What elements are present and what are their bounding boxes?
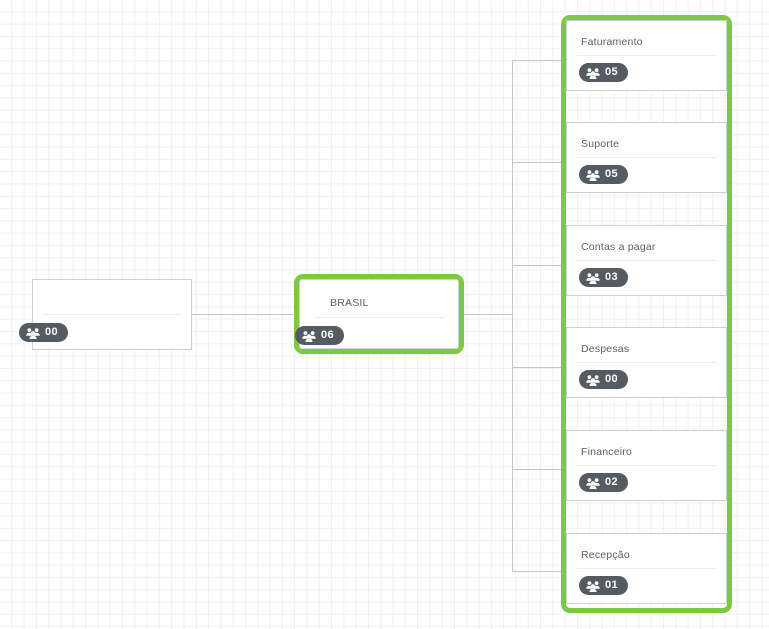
member-count-value: 03 xyxy=(605,270,619,283)
connector-trunk-to-child-1 xyxy=(512,60,562,61)
divider xyxy=(577,568,716,569)
connector-trunk-to-child-3 xyxy=(512,265,562,266)
member-count-value: 06 xyxy=(321,328,335,341)
member-count-value: 05 xyxy=(605,65,619,78)
org-node-child-title: Recepção xyxy=(581,549,630,561)
divider xyxy=(577,55,716,56)
org-node-child-title: Suporte xyxy=(581,138,620,150)
divider xyxy=(577,465,716,466)
people-group-icon xyxy=(302,330,316,342)
connector-root-to-brasil xyxy=(192,314,294,315)
people-group-icon xyxy=(586,272,600,284)
member-count-badge[interactable]: 00 xyxy=(19,323,69,342)
org-node-child[interactable]: Despesas 00 xyxy=(566,327,727,398)
member-count-badge[interactable]: 02 xyxy=(579,473,629,492)
org-node-child-title: Faturamento xyxy=(581,36,643,48)
divider xyxy=(577,362,716,363)
people-group-icon xyxy=(586,580,600,592)
member-count-value: 00 xyxy=(605,372,619,385)
people-group-icon xyxy=(586,169,600,181)
org-node-root[interactable]: 00 xyxy=(19,279,192,350)
connector-trunk-to-child-6 xyxy=(512,571,562,572)
connector-trunk-to-child-5 xyxy=(512,469,562,470)
org-node-brasil[interactable]: BRASIL 06 xyxy=(295,279,459,349)
member-count-badge[interactable]: 05 xyxy=(579,165,629,184)
member-count-badge[interactable]: 03 xyxy=(579,268,629,287)
divider xyxy=(43,314,181,315)
member-count-badge[interactable]: 00 xyxy=(579,370,629,389)
org-node-brasil-title: BRASIL xyxy=(330,297,369,309)
org-node-child-title: Contas a pagar xyxy=(581,241,656,253)
people-group-icon xyxy=(26,327,40,339)
org-node-child[interactable]: Suporte 05 xyxy=(566,122,727,193)
org-node-brasil-selection-outline[interactable]: BRASIL 06 xyxy=(294,274,464,354)
org-node-child-title: Financeiro xyxy=(581,446,633,458)
member-count-value: 05 xyxy=(605,167,619,180)
org-node-child[interactable]: Faturamento 05 xyxy=(566,20,727,91)
org-node-child[interactable]: Financeiro 02 xyxy=(566,430,727,501)
org-node-child-title: Despesas xyxy=(581,343,630,355)
member-count-value: 01 xyxy=(605,578,619,591)
divider xyxy=(314,317,444,318)
people-group-icon xyxy=(586,477,600,489)
divider xyxy=(577,157,716,158)
member-count-value: 02 xyxy=(605,475,619,488)
org-group-children: Faturamento 05 xyxy=(566,20,727,608)
org-group-selection-outline[interactable]: Faturamento 05 xyxy=(561,15,732,613)
org-node-child[interactable]: Contas a pagar 03 xyxy=(566,225,727,296)
divider xyxy=(577,260,716,261)
people-group-icon xyxy=(586,374,600,386)
connector-trunk-to-child-2 xyxy=(512,162,562,163)
member-count-badge[interactable]: 06 xyxy=(295,326,345,345)
member-count-badge[interactable]: 05 xyxy=(579,63,629,82)
connector-brasil-to-trunk xyxy=(464,314,513,315)
connector-trunk xyxy=(512,60,513,571)
people-group-icon xyxy=(586,67,600,79)
member-count-badge[interactable]: 01 xyxy=(579,576,629,595)
org-node-child[interactable]: Recepção 01 xyxy=(566,533,727,604)
connector-trunk-to-child-4 xyxy=(512,367,562,368)
member-count-value: 00 xyxy=(45,325,59,338)
